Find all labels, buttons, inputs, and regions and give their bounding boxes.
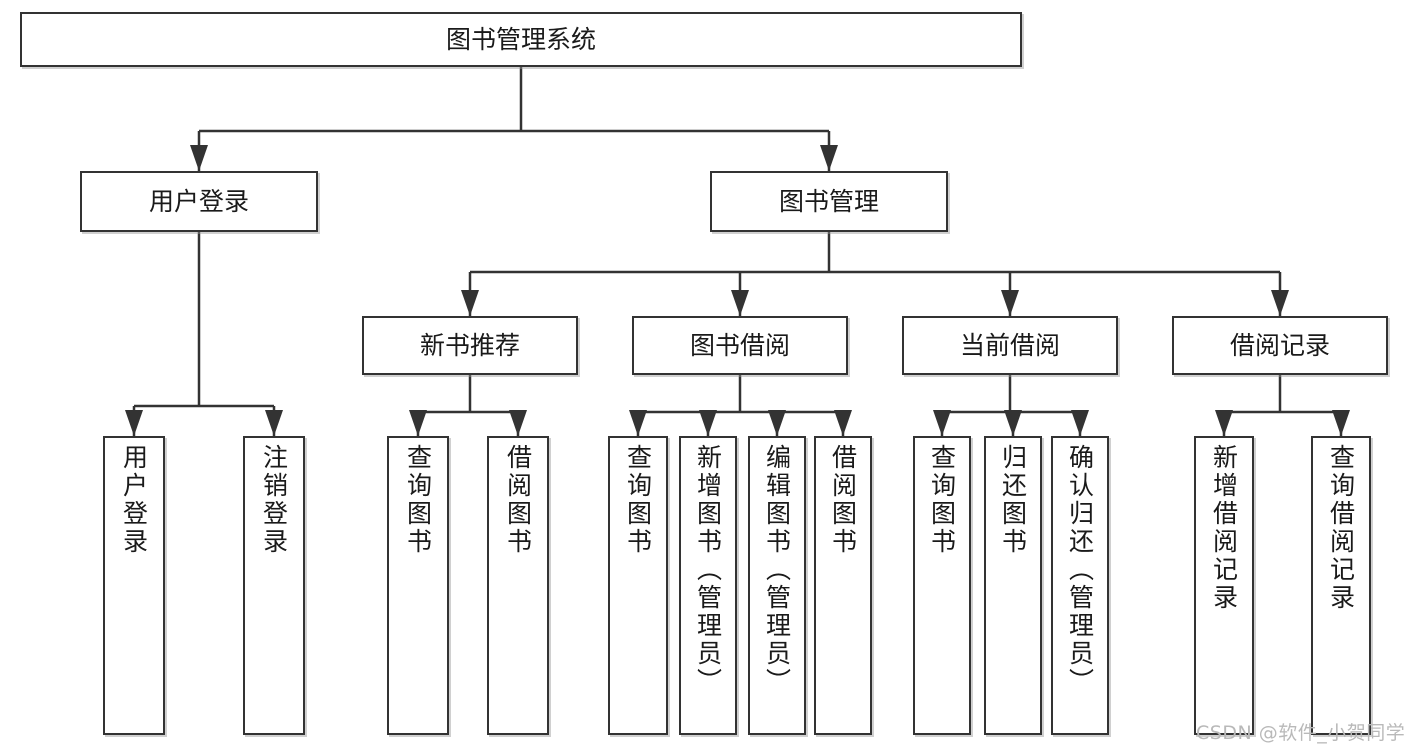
node-label: 图书管理 bbox=[778, 186, 879, 216]
node-label: 注销登录 bbox=[259, 444, 289, 556]
watermark-text: CSDN @软件_小贺同学 bbox=[1196, 722, 1405, 744]
node-label: 新增借阅记录 bbox=[1209, 444, 1239, 612]
arrow-head-icon bbox=[265, 410, 283, 436]
arrow-head-icon bbox=[1001, 290, 1019, 316]
node-leaf-user-logout[interactable]: 注销登录 bbox=[243, 436, 305, 735]
node-book-manage[interactable]: 图书管理 bbox=[710, 171, 948, 232]
node-label: 编辑图书（管理员） bbox=[762, 444, 792, 696]
node-label: 借阅记录 bbox=[1229, 330, 1330, 360]
node-leaf-return-book[interactable]: 归还图书 bbox=[984, 436, 1042, 735]
arrow-head-icon bbox=[1215, 410, 1233, 436]
node-label: 查询借阅记录 bbox=[1326, 444, 1356, 612]
node-leaf-edit-book[interactable]: 编辑图书（管理员） bbox=[748, 436, 806, 735]
node-leaf-borrow-book-2[interactable]: 借阅图书 bbox=[814, 436, 872, 735]
arrow-head-icon bbox=[1071, 410, 1089, 436]
arrow-head-icon bbox=[190, 145, 208, 171]
node-label: 查询图书 bbox=[403, 444, 433, 556]
node-label: 查询图书 bbox=[623, 444, 653, 556]
node-leaf-query-borrow-record[interactable]: 查询借阅记录 bbox=[1311, 436, 1371, 735]
arrow-head-icon bbox=[1332, 410, 1350, 436]
arrow-head-icon bbox=[731, 290, 749, 316]
node-leaf-add-book[interactable]: 新增图书（管理员） bbox=[679, 436, 737, 735]
arrow-head-icon bbox=[1271, 290, 1289, 316]
node-label: 借阅图书 bbox=[503, 444, 533, 556]
arrow-head-icon bbox=[125, 410, 143, 436]
node-leaf-confirm-return[interactable]: 确认归还（管理员） bbox=[1051, 436, 1109, 735]
node-borrow-record[interactable]: 借阅记录 bbox=[1172, 316, 1388, 375]
arrow-head-icon bbox=[768, 410, 786, 436]
node-leaf-borrow-book-1[interactable]: 借阅图书 bbox=[487, 436, 549, 735]
node-label: 借阅图书 bbox=[828, 444, 858, 556]
arrow-head-icon bbox=[834, 410, 852, 436]
node-new-book-recommend[interactable]: 新书推荐 bbox=[362, 316, 578, 375]
arrow-head-icon bbox=[409, 410, 427, 436]
node-leaf-query-book-3[interactable]: 查询图书 bbox=[913, 436, 971, 735]
arrow-head-icon bbox=[820, 145, 838, 171]
node-label: 新书推荐 bbox=[419, 330, 520, 360]
arrow-head-icon bbox=[699, 410, 717, 436]
node-label: 归还图书 bbox=[998, 444, 1028, 556]
node-leaf-query-book-2[interactable]: 查询图书 bbox=[608, 436, 668, 735]
node-label: 确认归还（管理员） bbox=[1065, 444, 1095, 696]
node-label: 当前借阅 bbox=[959, 330, 1060, 360]
node-leaf-query-book-1[interactable]: 查询图书 bbox=[387, 436, 449, 735]
arrow-head-icon bbox=[1004, 410, 1022, 436]
node-label: 新增图书（管理员） bbox=[693, 444, 723, 696]
arrow-head-icon bbox=[629, 410, 647, 436]
node-book-borrow[interactable]: 图书借阅 bbox=[632, 316, 848, 375]
arrow-head-icon bbox=[933, 410, 951, 436]
node-label: 图书管理系统 bbox=[445, 24, 596, 54]
node-label: 查询图书 bbox=[927, 444, 957, 556]
node-root[interactable]: 图书管理系统 bbox=[20, 12, 1022, 67]
node-label: 图书借阅 bbox=[689, 330, 790, 360]
arrow-head-icon bbox=[461, 290, 479, 316]
node-label: 用户登录 bbox=[148, 186, 249, 216]
node-label: 用户登录 bbox=[119, 444, 149, 556]
node-leaf-user-login[interactable]: 用户登录 bbox=[103, 436, 165, 735]
arrow-head-icon bbox=[509, 410, 527, 436]
node-leaf-add-borrow-record[interactable]: 新增借阅记录 bbox=[1194, 436, 1254, 735]
node-current-borrow[interactable]: 当前借阅 bbox=[902, 316, 1118, 375]
node-user-login[interactable]: 用户登录 bbox=[80, 171, 318, 232]
